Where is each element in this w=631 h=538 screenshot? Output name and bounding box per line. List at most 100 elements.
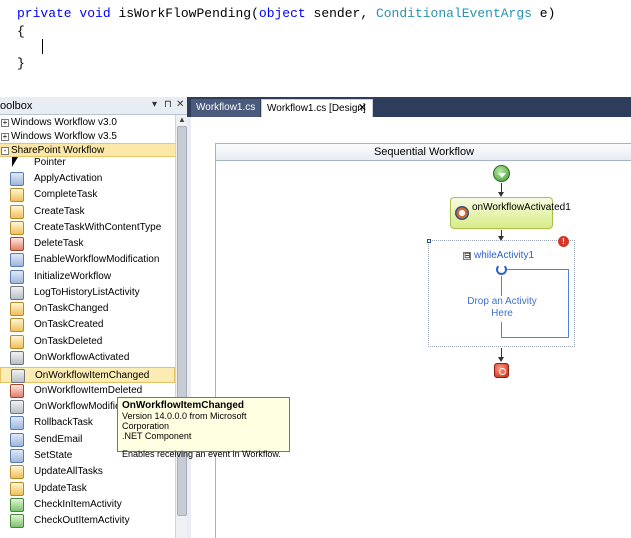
group-label: Windows Workflow v3.5 [11, 131, 117, 142]
selection-handle[interactable] [427, 239, 431, 243]
update-task-icon [10, 482, 24, 496]
toolbox-item-check-in-item-activity[interactable]: CheckInItemActivity [0, 497, 175, 513]
create-task-icon [10, 205, 24, 219]
group-label: SharePoint Workflow [11, 145, 105, 156]
toolbox-item-label: CreateTask [34, 206, 85, 217]
log-to-history-icon [10, 286, 24, 300]
workflow-designer: Workflow1.cs Workflow1.cs [Design]✕ Sequ… [187, 97, 631, 538]
toolbox-item-label: OnWorkflowItemDeleted [34, 385, 143, 396]
toolbox-item-on-task-created[interactable]: OnTaskCreated [0, 317, 175, 333]
toolbox-item-label: UpdateTask [34, 483, 87, 494]
toolbox-item-initialize-workflow[interactable]: InitializeWorkflow [0, 269, 175, 285]
toolbox-item-label: OnWorkflowActivated [34, 352, 130, 363]
close-icon[interactable]: ✕ [176, 99, 185, 110]
on-workflow-activated-activity[interactable]: onWorkflowActivated1 [450, 197, 571, 229]
toolbox-item-apply-activation[interactable]: ApplyActivation [0, 171, 175, 187]
toolbox-item-label: LogToHistoryListActivity [34, 287, 140, 298]
send-email-icon [10, 433, 24, 447]
keyword-object: object [258, 6, 306, 21]
error-icon[interactable]: ! [558, 236, 569, 247]
toolbox-item-update-task[interactable]: UpdateTask [0, 481, 175, 497]
workflow-end-icon [494, 363, 509, 378]
param-e: e) [539, 6, 556, 21]
create-task-content-type-icon [10, 221, 24, 235]
toolbox-item-on-workflow-modified[interactable]: OnWorkflowModified [0, 399, 175, 415]
toolbox-item-create-task-with-content-type[interactable]: CreateTaskWithContentType [0, 220, 175, 236]
check-out-item-icon [10, 514, 24, 528]
toolbox-item-on-task-changed[interactable]: OnTaskChanged [0, 301, 175, 317]
code-editor[interactable]: private void isWorkFlowPending(object se… [0, 0, 631, 97]
expand-icon[interactable]: + [1, 118, 9, 127]
toolbox-item-log-to-history-list-activity[interactable]: LogToHistoryListActivity [0, 285, 175, 301]
connector-arrow [498, 192, 504, 197]
group-windows-workflow-v30[interactable]: + Windows Workflow v3.0 [0, 116, 175, 130]
pin-icon[interactable]: ⊓ [164, 99, 172, 110]
toolbox-item-on-workflow-item-deleted[interactable]: OnWorkflowItemDeleted [0, 383, 175, 399]
rollback-task-icon [10, 416, 24, 430]
toolbox-item-label: OnWorkflowModified [34, 401, 127, 412]
toolbox-item-label: OnWorkflowItemChanged [35, 370, 150, 381]
toolbox-item-label: UpdateAllTasks [34, 466, 103, 477]
tooltip-component: .NET Component [122, 431, 192, 441]
initialize-workflow-icon [10, 270, 24, 284]
on-task-deleted-icon [10, 335, 24, 349]
loop-line [568, 269, 569, 337]
on-task-changed-icon [10, 302, 24, 316]
on-workflow-item-deleted-icon [10, 384, 24, 398]
design-canvas[interactable] [187, 117, 631, 538]
group-label: Windows Workflow v3.0 [11, 117, 117, 128]
group-sharepoint-workflow[interactable]: - SharePoint Workflow [0, 143, 175, 157]
toolbox-item-update-all-tasks[interactable]: UpdateAllTasks [0, 464, 175, 480]
tab-workflow1-cs-design[interactable]: Workflow1.cs [Design]✕ [261, 99, 373, 117]
scrollbar-thumb[interactable] [177, 126, 187, 516]
toolbox-title: oolbox [0, 100, 33, 112]
toolbox-item-on-workflow-item-changed[interactable]: OnWorkflowItemChanged [0, 367, 175, 383]
loop-icon [496, 264, 507, 275]
toolbox-scrollbar[interactable]: ▲ [175, 115, 187, 538]
toolbox-item-rollback-task[interactable]: RollbackTask [0, 415, 175, 431]
toolbox-item-label: CheckOutItemActivity [34, 515, 130, 526]
toolbox-item-enable-workflow-modification[interactable]: EnableWorkflowModification [0, 252, 175, 268]
group-windows-workflow-v35[interactable]: + Windows Workflow v3.5 [0, 130, 175, 144]
toolbox-item-set-state[interactable]: SetState [0, 448, 175, 464]
drop-activity-hint[interactable]: Drop an Activity Here [467, 296, 537, 319]
on-task-created-icon [10, 318, 24, 332]
toolbox-item-label: CompleteTask [34, 189, 98, 200]
param-sender: sender, [313, 6, 369, 21]
close-tab-icon[interactable]: ✕ [357, 102, 367, 114]
loop-line [501, 322, 502, 337]
connector-line [501, 348, 502, 357]
pointer-icon [10, 156, 24, 170]
tab-workflow1-cs[interactable]: Workflow1.cs [191, 99, 260, 117]
toolbox-item-check-out-item-activity[interactable]: CheckOutItemActivity [0, 513, 175, 529]
connector-arrow [498, 357, 504, 362]
on-workflow-activated-icon [455, 206, 469, 220]
toolbox-item-complete-task[interactable]: CompleteTask [0, 187, 175, 203]
while-activity-label[interactable]: whileActivity1 [474, 250, 535, 261]
scroll-up-icon[interactable]: ▲ [178, 115, 186, 124]
loop-line [501, 276, 502, 296]
dropdown-icon[interactable]: ▾ [152, 99, 158, 110]
expand-icon[interactable]: + [1, 132, 9, 141]
delete-task-icon [10, 237, 24, 251]
toolbox-item-create-task[interactable]: CreateTask [0, 204, 175, 220]
connector-line [501, 230, 502, 236]
collapse-icon[interactable]: - [1, 147, 9, 155]
tooltip-title: OnWorkflowItemChanged [122, 400, 245, 411]
code-close-brace: } [17, 56, 25, 71]
tooltip-version: Version 14.0.0.0 from Microsoft Corporat… [122, 411, 247, 431]
toolbox-item-label: DeleteTask [34, 238, 84, 249]
type-conditional-event-args: ConditionalEventArgs [375, 6, 532, 21]
toolbox-item-delete-task[interactable]: DeleteTask [0, 236, 175, 252]
tab-label: Workflow1.cs [196, 102, 256, 113]
toolbox-item-pointer[interactable]: Pointer [0, 155, 175, 171]
toolbox-item-on-workflow-activated[interactable]: OnWorkflowActivated [0, 350, 175, 366]
complete-task-icon [10, 188, 24, 202]
collapse-icon[interactable]: ⊟ [463, 251, 471, 260]
toolbox-item-on-task-deleted[interactable]: OnTaskDeleted [0, 334, 175, 350]
toolbox-item-send-email[interactable]: SendEmail [0, 432, 175, 448]
keyword-private: private [17, 6, 72, 21]
activity-label: onWorkflowActivated1 [472, 202, 571, 213]
while-activity-container[interactable] [428, 240, 575, 347]
toolbox-item-label: RollbackTask [34, 417, 93, 428]
